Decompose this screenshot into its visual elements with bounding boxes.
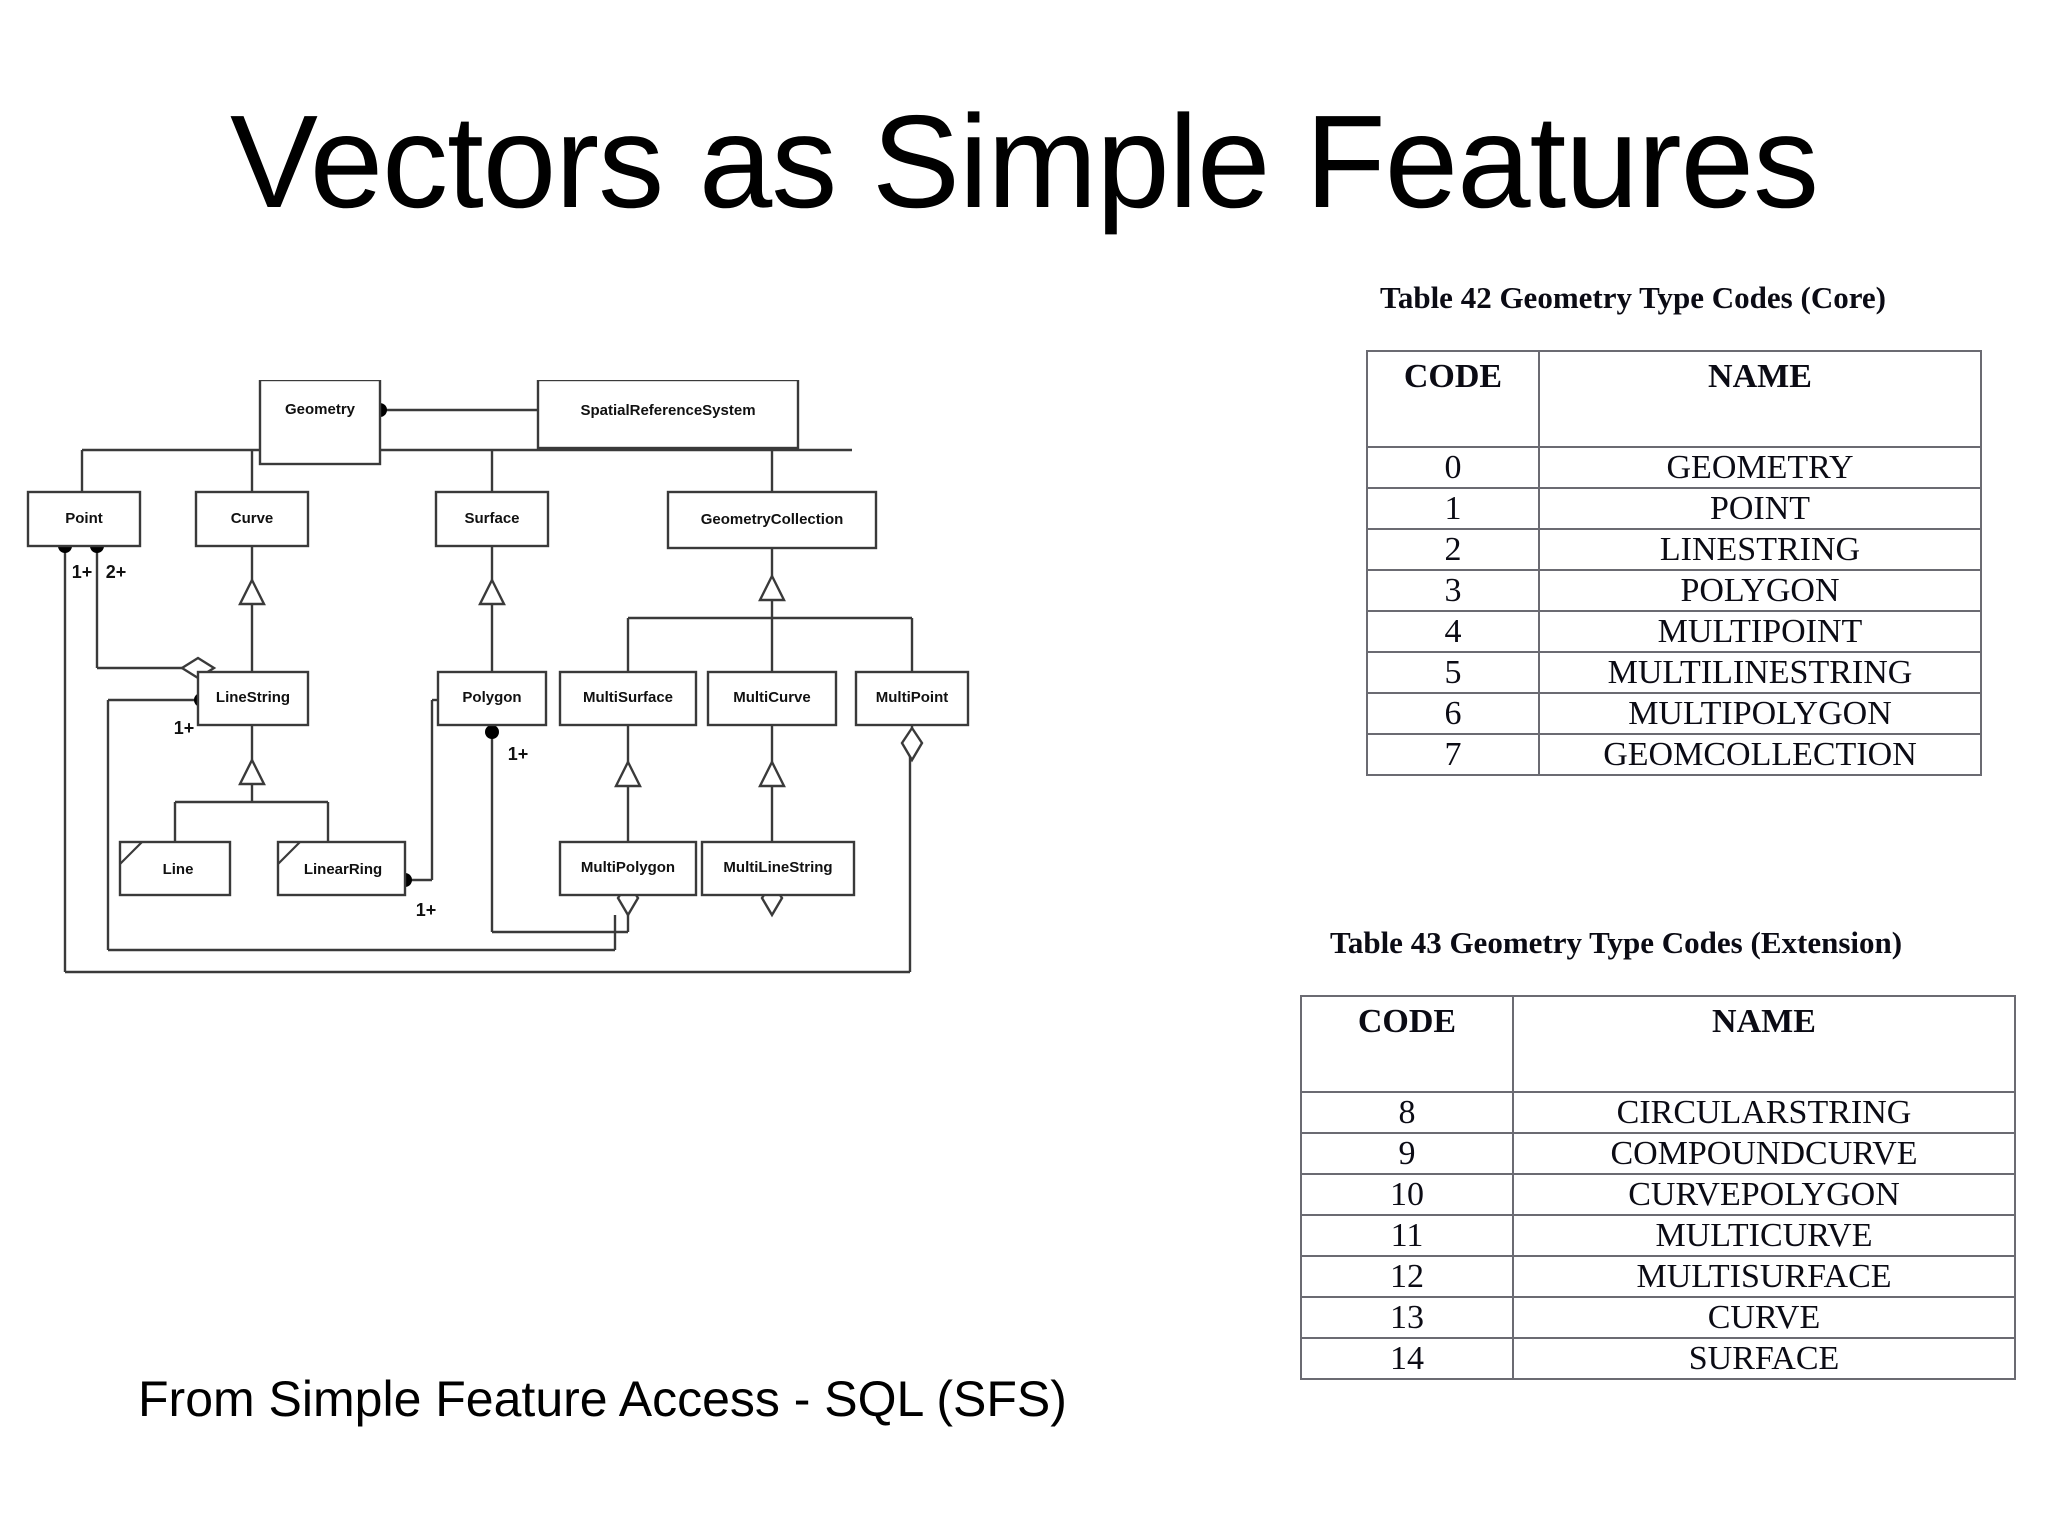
- uml-class-multicurve: MultiCurve: [706, 670, 838, 727]
- cell-name: SURFACE: [1512, 1337, 2016, 1380]
- table42-geometry-type-codes-core: CODE NAME 0 GEOMETRY 1 POINT 2 LINESTRIN…: [1366, 350, 1982, 776]
- uml-class-multilinestring: MultiLineString: [700, 840, 856, 897]
- cell-name: POLYGON: [1538, 569, 1982, 612]
- table-row: 3 POLYGON: [1366, 569, 1982, 612]
- table43-geometry-type-codes-extension: CODE NAME 8 CIRCULARSTRING 9 COMPOUNDCUR…: [1300, 995, 2016, 1380]
- cell-code: 13: [1300, 1296, 1514, 1339]
- table-row: 9 COMPOUNDCURVE: [1300, 1132, 2016, 1175]
- cell-code: 12: [1300, 1255, 1514, 1298]
- uml-class-multipoint: MultiPoint: [854, 670, 970, 727]
- cell-code: 2: [1366, 528, 1540, 571]
- uml-class-curve: Curve: [194, 490, 310, 548]
- cell-name: COMPOUNDCURVE: [1512, 1132, 2016, 1175]
- table-row: 7 GEOMCOLLECTION: [1366, 733, 1982, 776]
- uml-class-label: Line: [163, 861, 194, 878]
- table-row: 10 CURVEPOLYGON: [1300, 1173, 2016, 1216]
- uml-class-point: Point: [26, 490, 142, 548]
- uml-class-spatialreferencesystem: SpatialReferenceSystem: [536, 380, 800, 450]
- uml-class-linearring: LinearRing: [276, 840, 407, 897]
- uml-class-label: Polygon: [462, 689, 521, 706]
- cell-name: GEOMCOLLECTION: [1538, 733, 1982, 776]
- cell-name: CURVEPOLYGON: [1512, 1173, 2016, 1216]
- cell-code: 3: [1366, 569, 1540, 612]
- composition-dot-polygon: [485, 725, 499, 739]
- table-row: 4 MULTIPOINT: [1366, 610, 1982, 653]
- uml-class-label: MultiCurve: [733, 689, 811, 706]
- generalization-arrows: [238, 410, 786, 788]
- page-title: Vectors as Simple Features: [229, 88, 1819, 235]
- uml-class-label: LinearRing: [304, 861, 382, 878]
- column-header-name: NAME: [1538, 350, 1982, 448]
- cell-code: 10: [1300, 1173, 1514, 1216]
- cell-name: MULTICURVE: [1512, 1214, 2016, 1257]
- uml-class-label: SpatialReferenceSystem: [580, 402, 755, 419]
- cell-code: 5: [1366, 651, 1540, 694]
- table-header-row: CODE NAME: [1300, 995, 2016, 1093]
- table-row: 2 LINESTRING: [1366, 528, 1982, 571]
- cell-name: MULTILINESTRING: [1538, 651, 1982, 694]
- cell-code: 14: [1300, 1337, 1514, 1380]
- table-row: 12 MULTISURFACE: [1300, 1255, 2016, 1298]
- uml-class-label: MultiLineString: [723, 859, 832, 876]
- table-row: 11 MULTICURVE: [1300, 1214, 2016, 1257]
- cell-name: GEOMETRY: [1538, 446, 1982, 489]
- cell-code: 9: [1300, 1132, 1514, 1175]
- cell-name: MULTIPOINT: [1538, 610, 1982, 653]
- cell-name: LINESTRING: [1538, 528, 1982, 571]
- cell-name: POINT: [1538, 487, 1982, 530]
- uml-class-polygon: Polygon: [436, 670, 548, 727]
- uml-class-label: MultiSurface: [583, 689, 673, 706]
- cell-name: MULTISURFACE: [1512, 1255, 2016, 1298]
- cell-name: CURVE: [1512, 1296, 2016, 1339]
- uml-class-label: GeometryCollection: [701, 511, 844, 528]
- uml-class-label: Curve: [231, 510, 274, 527]
- aggregation-diamond-multipoint: [900, 725, 924, 763]
- multiplicity-label: 1+: [72, 562, 93, 582]
- table-header-row: CODE NAME: [1366, 350, 1982, 448]
- uml-class-line: Line: [118, 840, 232, 897]
- uml-class-label: LineString: [216, 689, 290, 706]
- uml-class-label: MultiPoint: [876, 689, 948, 706]
- table-row: 13 CURVE: [1300, 1296, 2016, 1339]
- uml-class-geometry: Geometry: [258, 380, 382, 466]
- diagram-connectors: [63, 395, 914, 974]
- table-row: 6 MULTIPOLYGON: [1366, 692, 1982, 735]
- multiplicity-label: 1+: [174, 718, 195, 738]
- uml-class-surface: Surface: [434, 490, 550, 548]
- table43-caption: Table 43 Geometry Type Codes (Extension): [1330, 925, 1903, 960]
- uml-class-label: Point: [65, 510, 103, 527]
- cell-code: 8: [1300, 1091, 1514, 1134]
- multiplicity-label: 2+: [106, 562, 127, 582]
- multiplicity-labels: 1+ 2+ 1+ 1+ 1+: [72, 562, 529, 920]
- cell-code: 4: [1366, 610, 1540, 653]
- cell-name: MULTIPOLYGON: [1538, 692, 1982, 735]
- multiplicity-label: 1+: [508, 744, 529, 764]
- table-row: 5 MULTILINESTRING: [1366, 651, 1982, 694]
- cell-code: 6: [1366, 692, 1540, 735]
- multiplicity-label: 1+: [416, 900, 437, 920]
- source-caption: From Simple Feature Access - SQL (SFS): [138, 1371, 1067, 1427]
- column-header-code: CODE: [1366, 350, 1540, 448]
- cell-code: 1: [1366, 487, 1540, 530]
- column-header-code: CODE: [1300, 995, 1514, 1093]
- uml-class-multisurface: MultiSurface: [558, 670, 698, 727]
- uml-class-label: Geometry: [285, 401, 356, 418]
- uml-class-label: Surface: [464, 510, 519, 527]
- cell-code: 0: [1366, 446, 1540, 489]
- uml-class-multipolygon: MultiPolygon: [558, 840, 698, 897]
- association-adornments: [58, 403, 924, 918]
- uml-class-diagram: Geometry SpatialReferenceSystem Point Cu…: [20, 380, 1020, 1040]
- cell-name: CIRCULARSTRING: [1512, 1091, 2016, 1134]
- uml-class-label: MultiPolygon: [581, 859, 675, 876]
- table-row: 1 POINT: [1366, 487, 1982, 530]
- uml-class-geometrycollection: GeometryCollection: [666, 490, 878, 550]
- column-header-name: NAME: [1512, 995, 2016, 1093]
- table42-caption: Table 42 Geometry Type Codes (Core): [1380, 280, 1886, 315]
- table-row: 8 CIRCULARSTRING: [1300, 1091, 2016, 1134]
- cell-code: 7: [1366, 733, 1540, 776]
- table-row: 0 GEOMETRY: [1366, 446, 1982, 489]
- uml-class-linestring: LineString: [196, 670, 310, 727]
- table-row: 14 SURFACE: [1300, 1337, 2016, 1380]
- cell-code: 11: [1300, 1214, 1514, 1257]
